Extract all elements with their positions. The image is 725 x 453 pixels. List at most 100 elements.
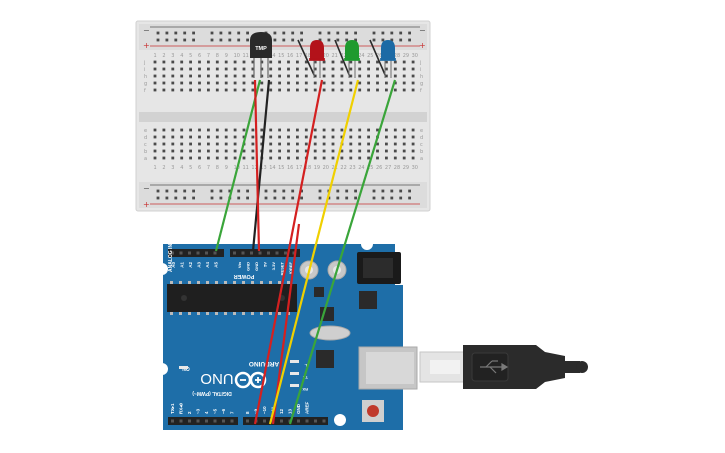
rail-hole[interactable] — [345, 31, 349, 35]
header-pin-hole[interactable] — [258, 251, 262, 255]
breadboard-hole[interactable] — [385, 60, 388, 64]
breadboard-hole[interactable] — [215, 128, 219, 132]
header-pin-hole[interactable] — [213, 251, 217, 255]
breadboard-hole[interactable] — [304, 67, 308, 71]
breadboard-hole[interactable] — [278, 74, 281, 78]
breadboard-hole[interactable] — [171, 81, 175, 85]
rail-hole[interactable] — [300, 31, 303, 35]
breadboard-hole[interactable] — [215, 149, 219, 153]
rail-hole[interactable] — [210, 189, 214, 193]
rail-hole[interactable] — [219, 38, 223, 42]
breadboard-hole[interactable] — [322, 60, 326, 64]
breadboard-hole[interactable] — [198, 149, 201, 153]
rail-hole[interactable] — [192, 31, 195, 35]
breadboard-hole[interactable] — [287, 67, 290, 71]
breadboard-hole[interactable] — [287, 135, 290, 139]
breadboard-hole[interactable] — [402, 135, 406, 139]
breadboard-hole[interactable] — [331, 88, 335, 92]
breadboard-hole[interactable] — [189, 156, 192, 160]
breadboard-hole[interactable] — [411, 74, 415, 78]
rail-hole[interactable] — [156, 38, 160, 42]
header-pin-hole[interactable] — [284, 251, 287, 255]
breadboard-hole[interactable] — [385, 142, 388, 146]
breadboard-hole[interactable] — [260, 81, 264, 85]
breadboard-hole[interactable] — [393, 88, 397, 92]
breadboard-hole[interactable] — [242, 60, 246, 64]
breadboard-hole[interactable] — [153, 88, 157, 92]
temperature-sensor[interactable]: TMP — [250, 32, 272, 78]
rail-hole[interactable] — [300, 189, 303, 193]
breadboard-hole[interactable] — [269, 128, 273, 132]
breadboard-hole[interactable] — [367, 135, 370, 139]
breadboard-hole[interactable] — [376, 74, 379, 78]
rail-hole[interactable] — [300, 196, 303, 200]
breadboard-hole[interactable] — [242, 81, 246, 85]
breadboard-hole[interactable] — [251, 156, 255, 160]
rail-hole[interactable] — [336, 189, 340, 193]
breadboard-hole[interactable] — [207, 60, 210, 64]
breadboard-hole[interactable] — [269, 156, 273, 160]
breadboard-hole[interactable] — [171, 142, 175, 146]
header-pin-hole[interactable] — [241, 251, 245, 255]
breadboard-hole[interactable] — [242, 88, 246, 92]
breadboard-hole[interactable] — [171, 128, 175, 132]
breadboard-hole[interactable] — [162, 74, 166, 78]
breadboard-hole[interactable] — [349, 149, 353, 153]
breadboard-hole[interactable] — [313, 135, 317, 139]
breadboard-hole[interactable] — [349, 81, 353, 85]
breadboard-hole[interactable] — [393, 142, 397, 146]
rail-hole[interactable] — [264, 189, 268, 193]
breadboard-hole[interactable] — [233, 156, 237, 160]
breadboard-hole[interactable] — [162, 135, 166, 139]
breadboard-hole[interactable] — [215, 67, 219, 71]
rail-hole[interactable] — [318, 38, 322, 42]
breadboard-hole[interactable] — [340, 128, 344, 132]
header-pin-hole[interactable] — [179, 419, 183, 423]
breadboard-hole[interactable] — [331, 60, 335, 64]
breadboard-hole[interactable] — [287, 142, 290, 146]
breadboard-hole[interactable] — [411, 135, 415, 139]
breadboard-hole[interactable] — [287, 81, 290, 85]
rail-hole[interactable] — [282, 196, 286, 200]
breadboard-hole[interactable] — [358, 74, 362, 78]
header-pin-hole[interactable] — [233, 251, 236, 255]
breadboard-hole[interactable] — [215, 74, 219, 78]
breadboard-hole[interactable] — [180, 74, 184, 78]
breadboard-hole[interactable] — [162, 60, 166, 64]
breadboard-hole[interactable] — [287, 74, 290, 78]
breadboard-hole[interactable] — [233, 74, 237, 78]
breadboard-hole[interactable] — [180, 135, 184, 139]
rail-hole[interactable] — [399, 38, 403, 42]
breadboard-hole[interactable] — [349, 60, 353, 64]
rail-hole[interactable] — [336, 38, 340, 42]
breadboard-hole[interactable] — [349, 128, 353, 132]
rail-hole[interactable] — [354, 38, 357, 42]
analog-header[interactable] — [168, 249, 224, 257]
breadboard-hole[interactable] — [162, 128, 166, 132]
rail-hole[interactable] — [408, 189, 411, 193]
breadboard-hole[interactable] — [189, 88, 192, 92]
header-pin-hole[interactable] — [246, 419, 249, 423]
rail-hole[interactable] — [156, 31, 160, 35]
breadboard-hole[interactable] — [402, 60, 406, 64]
breadboard-hole[interactable] — [189, 74, 192, 78]
header-pin-hole[interactable] — [196, 251, 200, 255]
breadboard-hole[interactable] — [215, 88, 219, 92]
breadboard-hole[interactable] — [367, 149, 370, 153]
breadboard-hole[interactable] — [251, 81, 255, 85]
breadboard-hole[interactable] — [233, 67, 237, 71]
rail-hole[interactable] — [237, 38, 241, 42]
rail-hole[interactable] — [282, 38, 286, 42]
breadboard-hole[interactable] — [322, 135, 326, 139]
breadboard-hole[interactable] — [198, 135, 201, 139]
breadboard-hole[interactable] — [331, 135, 335, 139]
rail-hole[interactable] — [408, 196, 411, 200]
breadboard-hole[interactable] — [180, 128, 184, 132]
rail-hole[interactable] — [408, 38, 411, 42]
breadboard-hole[interactable] — [349, 88, 353, 92]
breadboard-hole[interactable] — [180, 81, 184, 85]
breadboard-hole[interactable] — [162, 81, 166, 85]
breadboard-hole[interactable] — [242, 135, 246, 139]
breadboard-hole[interactable] — [287, 60, 290, 64]
rail-hole[interactable] — [327, 38, 331, 42]
